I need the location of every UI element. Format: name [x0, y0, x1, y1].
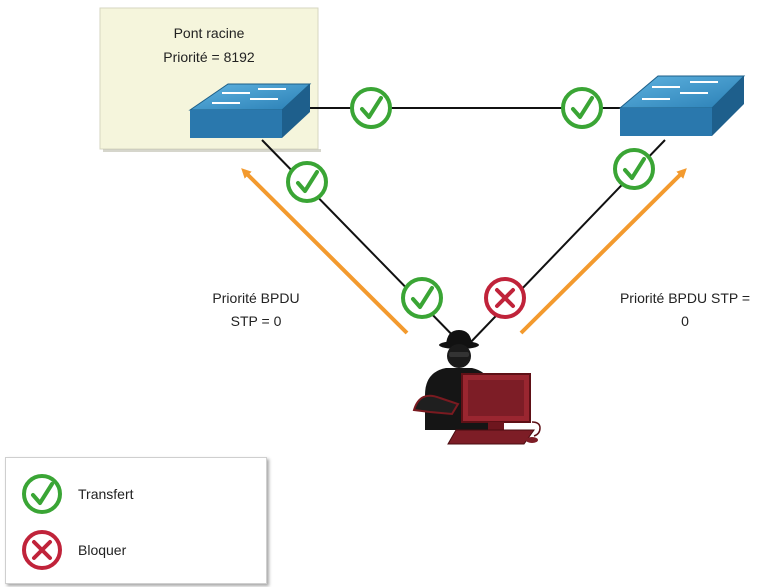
bpdu-arrows [241, 168, 687, 335]
legend-check-icon [22, 474, 62, 514]
left-bpdu-label: Priorité BPDU STP = 0 [212, 290, 300, 329]
check-icon [561, 87, 603, 129]
switch-icon [618, 75, 746, 136]
right-bpdu-label: Priorité BPDU STP = 0 [619, 290, 751, 329]
legend-block-icon [22, 530, 62, 570]
legend [5, 457, 267, 584]
block-icon [484, 277, 526, 319]
check-icon [613, 148, 655, 190]
switch-icon [188, 83, 312, 138]
legend-forwarding-label: Transfert [78, 486, 134, 502]
legend-blocking-label: Bloquer [78, 542, 127, 558]
check-icon [286, 161, 328, 203]
root-bridge-priority: Priorité = 8192 [163, 49, 255, 65]
root-bridge-title: Pont racine [173, 25, 245, 41]
computer-icon [447, 373, 541, 445]
check-icon [401, 277, 443, 319]
check-icon [350, 87, 392, 129]
